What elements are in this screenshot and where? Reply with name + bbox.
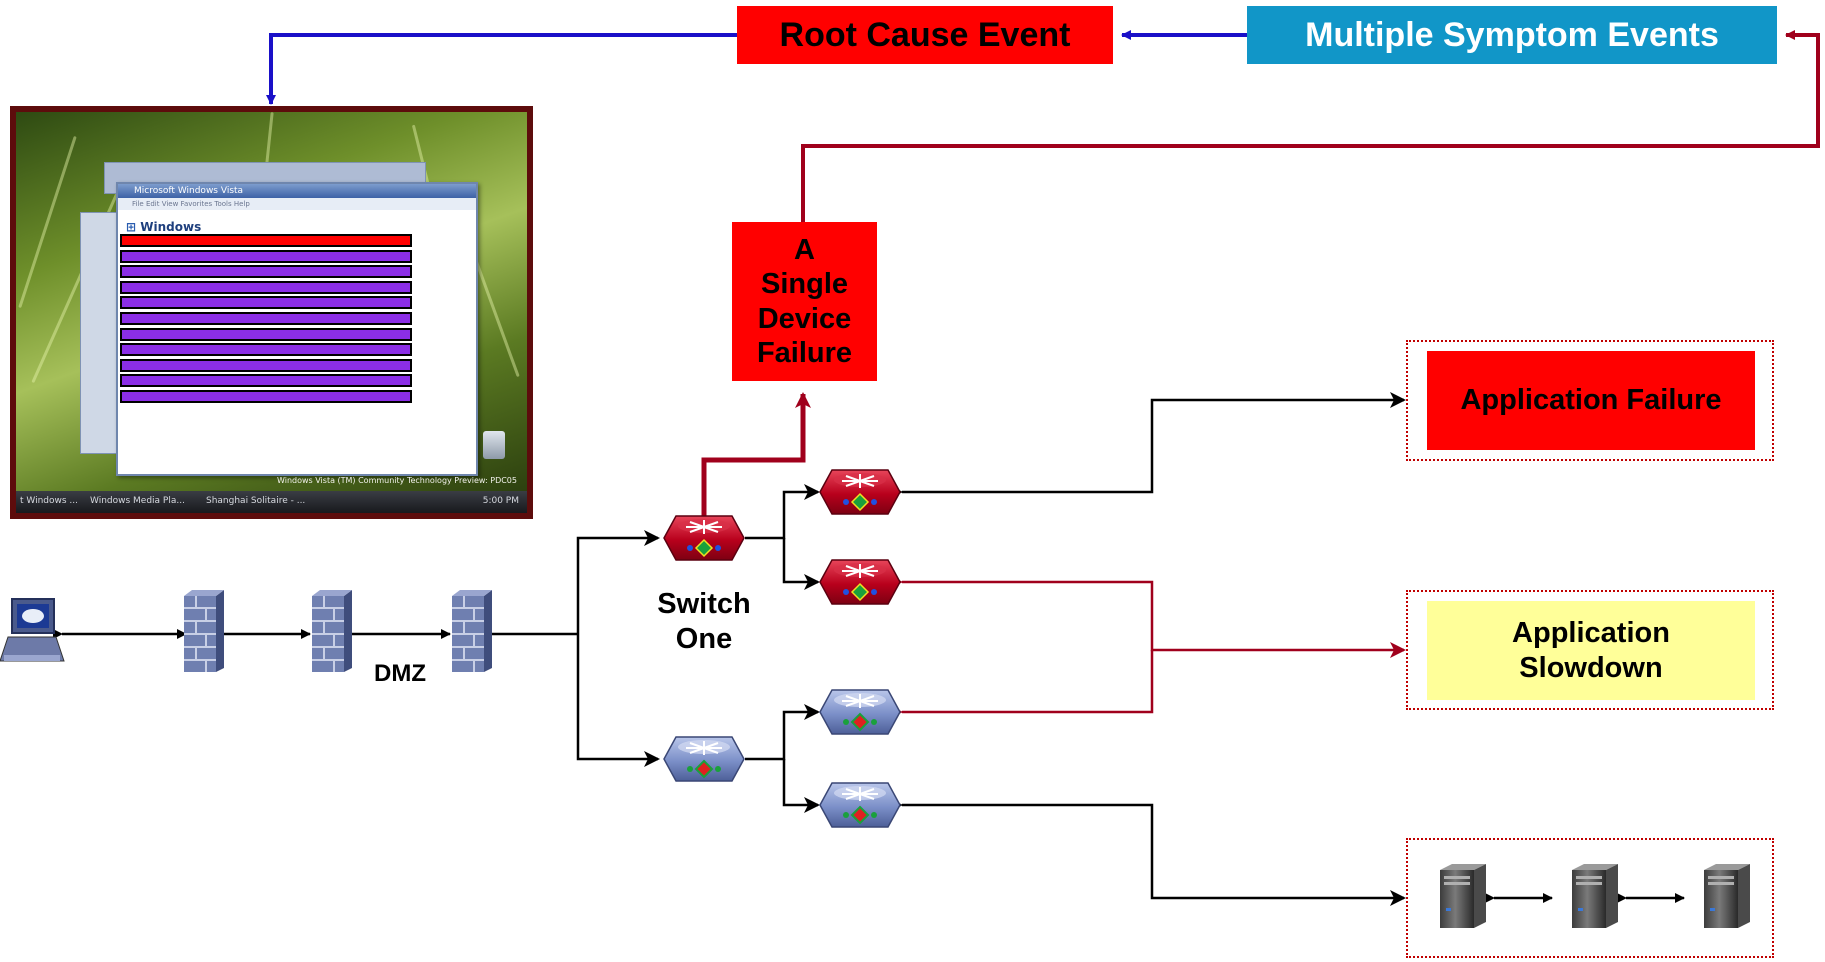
router-2-icon [819,559,901,605]
link-trunk-to-switch-two [576,634,660,767]
multiple-symptom-events-box: Multiple Symptom Events [1247,6,1777,64]
app-slowdown-frame [1406,590,1774,710]
row-bar [120,249,412,263]
windows-logo: ⊞ Windows [126,220,201,234]
row-bar [120,311,412,325]
link-r1-app-failure [893,392,1406,497]
row-bar [120,265,412,279]
app-failure-frame [1406,340,1774,461]
highlighted-rows [120,234,412,406]
desktop-watermark: Windows Vista (TM) Community Technology … [277,476,517,485]
router-1-icon [819,469,901,515]
desktop-screenshot: Microsoft Windows Vista File Edit View F… [10,106,533,519]
row-bar [120,280,412,294]
link-r3-app-slowdown [893,650,1154,717]
taskbar: t Windows ... Windows Media Pla... Shang… [16,491,527,513]
row-bar [120,234,412,247]
windows-logo-text: Windows [140,220,202,234]
recycle-bin-icon [483,431,505,459]
router-4-icon [819,782,901,828]
taskbar-item: Shanghai Solitaire - ... [206,496,306,506]
window-title: Microsoft Windows Vista [118,184,476,198]
link-root-to-desktop [266,33,737,105]
link-switch-one-r2 [782,538,820,590]
row-bar [120,296,412,310]
link-switch-to-failure [701,392,811,516]
link-switch-one-r1 [745,484,820,540]
taskbar-item: Windows Media Pla... [90,496,185,506]
link-failure-to-symptom [801,30,1820,222]
row-bar [120,358,412,372]
row-bar [120,343,412,357]
taskbar-item: t Windows ... [20,496,79,506]
browser-window: Microsoft Windows Vista File Edit View F… [116,182,478,476]
row-bar [120,389,412,403]
link-trunk-to-switch-one [576,530,660,634]
switch-one-icon [663,515,745,561]
dmz-label: DMZ [374,660,426,687]
firewall-2-icon [311,589,353,673]
link-r4-servers [893,800,1406,906]
firewall-3-icon [451,589,493,673]
router-3-icon [819,689,901,735]
root-cause-event-box: Root Cause Event [737,6,1113,64]
window-menu-bar: File Edit View Favorites Tools Help [118,198,476,210]
link-switch-two-r3 [745,704,820,761]
background-window [80,212,122,454]
workstation-icon [0,598,65,662]
server-cluster-frame [1406,838,1774,958]
row-bar [120,374,412,388]
single-device-failure-box: A Single Device Failure [732,222,877,381]
row-bar [120,327,412,341]
desktop-wallpaper: Microsoft Windows Vista File Edit View F… [16,112,527,513]
application-failure-box: Application Failure [1427,351,1755,450]
taskbar-clock: 5:00 PM [482,496,519,506]
link-r2-app-slowdown [893,577,1406,658]
windows-flag-icon: ⊞ [126,220,137,234]
link-switch-two-r4 [782,759,820,813]
switch-one-label: Switch One [657,588,751,655]
firewall-1-icon [183,589,225,673]
application-slowdown-box: Application Slowdown [1427,601,1755,700]
switch-two-icon [663,736,745,782]
